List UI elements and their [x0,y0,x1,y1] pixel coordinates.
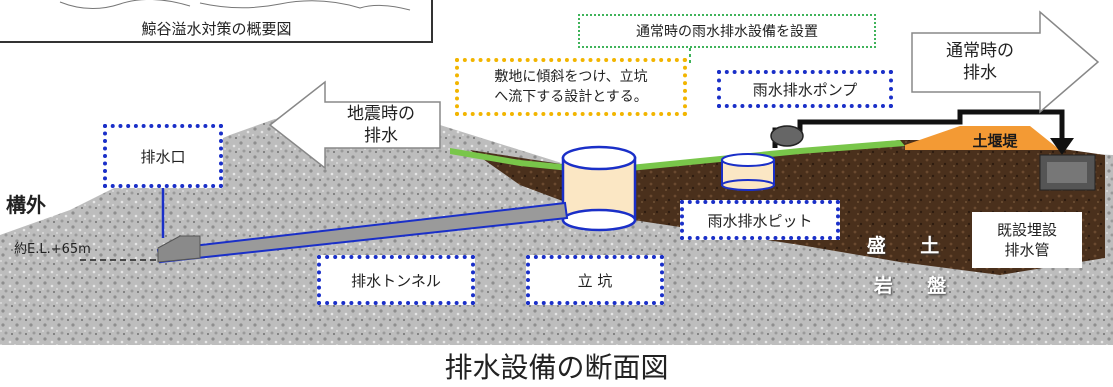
earthquake-drain-text: 地震時の 排水 [347,104,415,146]
existing-pipe-label: 既設埋設 排水管 [972,212,1082,268]
weir-label: 土堰堤 [972,131,1018,150]
pit-icon [721,153,775,191]
normal-drain-text: 通常時の 排水 [946,41,1014,83]
embankment-label: 盛 土 [866,234,954,257]
arrow-left-icon [268,80,441,170]
rain-pump-label: 雨水排水ポンプ [717,70,893,108]
header-box: 鯨谷溢水対策の概要図 [0,0,433,43]
shaft-label: 立 坑 [526,255,664,305]
outside-label: 構外 [6,192,46,217]
pipe-arrow-head [1050,138,1074,155]
normal-equipment-note: 通常時の雨水排水設備を設置 [578,14,876,48]
page-title: 鯨谷溢水対策の概要図 [141,19,292,38]
shaft-icon [561,145,637,232]
bedrock-label: 岩 盤 [873,274,961,297]
arrow-right-icon [911,10,1100,114]
tunnel-label: 排水トンネル [317,255,475,305]
pump-icon [770,125,804,147]
sketch-decoration [59,0,411,11]
tunnel-outlet [157,235,201,263]
diagram-caption: 排水設備の断面図 [444,351,669,384]
elevation-label: 約E.L.+65m [14,241,91,257]
slope-design-note: 敷地に傾斜をつけ、立坑 へ流下する設計とする。 [455,58,687,116]
rain-pit-label: 雨水排水ピット [680,200,840,240]
drain-outlet-label: 排水口 [103,124,223,188]
weir-shape [905,126,1060,150]
